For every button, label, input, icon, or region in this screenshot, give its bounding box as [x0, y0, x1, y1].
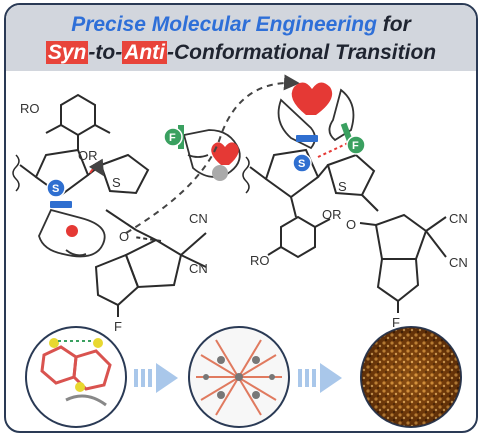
title-line-1: Precise Molecular Engineering for — [6, 12, 476, 38]
arrow-icon — [298, 363, 342, 393]
packing-circle — [188, 326, 290, 428]
afm-circle — [360, 326, 462, 428]
title-anti: Anti — [122, 41, 168, 64]
right-benzo-ring — [376, 258, 420, 303]
right-ro-label: RO — [250, 253, 270, 268]
right-molecule — [242, 148, 447, 313]
heart-icon — [291, 82, 333, 115]
title-band: Precise Molecular Engineering for Syn-to… — [6, 5, 476, 71]
left-f-label: F — [114, 319, 122, 334]
rotation-arrow-icon — [88, 158, 105, 177]
svg-text:S: S — [298, 158, 305, 170]
right-f-label: F — [392, 315, 400, 330]
title-rest-2: -Conformational Transition — [167, 41, 437, 64]
heart-icon — [66, 225, 78, 237]
transition-arrow-icon — [125, 74, 300, 234]
left-cn-top-label: CN — [189, 211, 208, 226]
left-benzo-ring — [94, 253, 140, 307]
left-cn-bottom-label: CN — [189, 261, 208, 276]
svg-text:F: F — [352, 140, 359, 152]
s-f-interaction — [317, 142, 349, 158]
right-s-thio-label: S — [338, 179, 347, 194]
right-cn-bottom-label: CN — [449, 255, 468, 270]
figure-frame: Precise Molecular Engineering for Syn-to… — [4, 3, 478, 433]
left-indanone — [124, 238, 183, 289]
svg-text:S: S — [52, 183, 59, 195]
right-thiophene-2 — [326, 153, 376, 197]
zoom-circle — [25, 326, 127, 428]
left-or-label: OR — [78, 148, 98, 163]
right-indanone — [374, 213, 428, 260]
arrow-icon — [134, 363, 178, 393]
left-hand-icon — [38, 208, 106, 258]
left-s-thio-label: S — [112, 175, 121, 190]
middle-f-chip: F — [163, 125, 184, 149]
right-or-label: OR — [322, 207, 342, 222]
left-ro-label: RO — [20, 101, 40, 116]
illustration: RO OR S CN CN O F S F — [12, 74, 468, 428]
title-highlight-blue: Precise Molecular Engineering — [71, 13, 377, 36]
title-rest-1: for — [376, 13, 411, 36]
title-to: -to- — [88, 41, 123, 64]
right-f-chip: F — [340, 122, 366, 155]
left-aryl-ring — [60, 93, 96, 137]
title-syn: Syn — [45, 41, 89, 64]
heart-icon — [211, 142, 239, 181]
svg-text:F: F — [169, 132, 176, 144]
right-aryl-ring — [280, 215, 316, 259]
right-thiophene-core — [264, 148, 320, 199]
left-thiophene-2 — [99, 153, 150, 195]
left-s-chip: S — [46, 178, 72, 208]
right-s-chip: S — [292, 135, 318, 173]
right-cn-top-label: CN — [449, 211, 468, 226]
left-thiophene-core — [34, 148, 90, 197]
left-o-label: O — [119, 229, 129, 244]
right-o-label: O — [346, 217, 356, 232]
title-line-2: Syn-to-Anti-Conformational Transition — [6, 40, 476, 66]
